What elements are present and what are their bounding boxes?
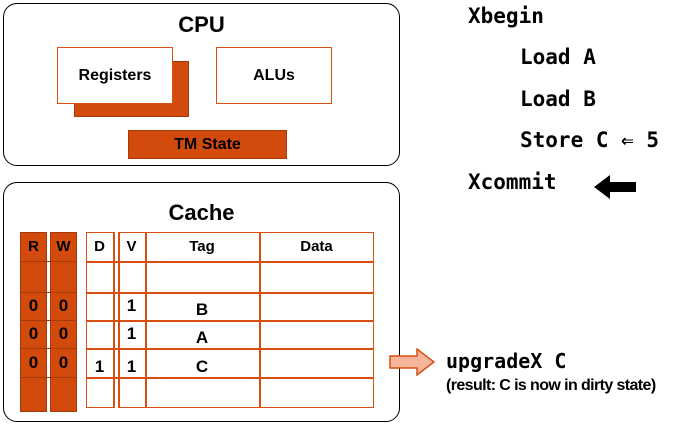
row-c-d: 1 [94, 356, 105, 376]
code-line-xbegin: Xbegin [468, 4, 544, 28]
row-b-r: 0 [28, 296, 39, 315]
header-v: V [126, 238, 137, 255]
tm-state-box: TM State [128, 130, 287, 159]
header-data: Data [300, 238, 333, 255]
rw-sep-1 [20, 292, 77, 293]
row-c-r: 0 [28, 352, 39, 372]
row-b-w: 0 [58, 296, 69, 315]
row-line-3 [86, 348, 374, 350]
rw-sep-2 [20, 320, 77, 321]
row-b-tag: B [195, 300, 209, 319]
row-c-v: 1 [126, 356, 137, 376]
row-a-d [86, 320, 113, 348]
rw-sep-3 [20, 348, 77, 349]
row-line-2 [86, 320, 374, 322]
header-tag: Tag [189, 238, 215, 255]
r-column [20, 232, 47, 412]
rw-sep-4 [20, 377, 77, 378]
row-a-tag: A [195, 328, 209, 347]
header-w: W [56, 238, 71, 255]
registers-box: Registers [57, 47, 173, 104]
row-c-tag: C [195, 356, 209, 376]
header-r: R [28, 238, 39, 255]
row-line-4 [86, 377, 374, 379]
cpu-title: CPU [178, 12, 225, 37]
code-line-load-a: Load A [520, 45, 596, 69]
upgrade-result-note: (result: C is now in dirty state) [446, 377, 656, 394]
row-a-v: 1 [126, 324, 137, 343]
row-b-d [86, 292, 113, 320]
row-line-0 [86, 261, 374, 263]
header-d: D [94, 238, 105, 255]
row-b-v: 1 [126, 296, 137, 315]
current-line-arrow-icon [594, 175, 636, 199]
alus-box: ALUs [216, 47, 332, 104]
code-line-xcommit: Xcommit [468, 170, 557, 194]
code-line-store-c: Store C ⇐ 5 [520, 128, 660, 152]
upgrade-message: upgradeX C [446, 349, 567, 373]
w-column [50, 232, 77, 412]
row-c-w: 0 [58, 352, 69, 372]
upgrade-arrow-icon [389, 348, 435, 376]
row-a-r: 0 [28, 324, 39, 343]
code-line-load-b: Load B [520, 87, 596, 111]
rw-sep-0 [20, 261, 77, 262]
row-a-w: 0 [58, 324, 69, 343]
row-line-1 [86, 292, 374, 294]
cache-title: Cache [168, 200, 235, 225]
